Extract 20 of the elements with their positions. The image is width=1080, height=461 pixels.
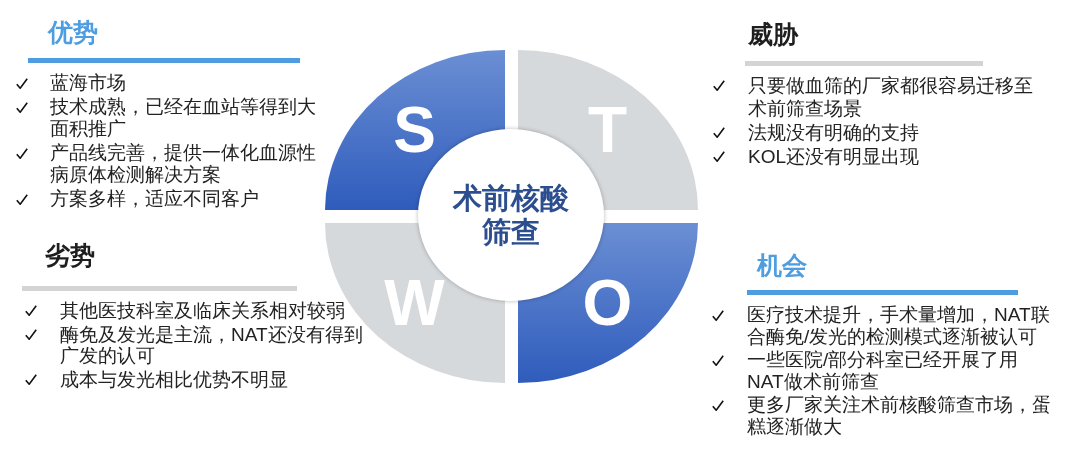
segment-letter: O — [582, 270, 633, 335]
bullet-text: 酶免及发光是主流，NAT还没有得到广发的认可 — [60, 323, 364, 366]
bullet-text: 一些医院/部分科室已经开展了用NAT做术前筛查 — [747, 349, 1020, 393]
bullet-text: 法规没有明确的支持 — [748, 120, 919, 144]
bullet-text: 产品线完善，提供一体化血源性病原体检测解决方案 — [50, 142, 317, 186]
bullet-text: 蓝海市场 — [50, 72, 126, 94]
bullet-text: 只要做血筛的厂家都很容易迁移至术前筛查场景 — [748, 73, 1034, 120]
bullet-text: 医疗技术提升，手术量增加，NAT联合酶免/发光的检测模式逐渐被认可 — [747, 304, 1051, 348]
bullet-text: 方案多样，适应不同客户 — [50, 188, 259, 210]
segment-letter: S — [393, 97, 436, 162]
bullet-text: 其他医技科室及临床关系相对较弱 — [60, 299, 345, 321]
bullet-text: 更多厂家关注术前核酸筛查市场，蛋糕逐渐做大 — [747, 394, 1052, 438]
bullet-text: 技术成熟，已经在血站等得到大面积推广 — [50, 96, 317, 140]
bullet-text: KOL还没有明显出现 — [748, 144, 920, 168]
section-heading: 优势 — [48, 19, 98, 45]
section-heading: 机会 — [757, 252, 807, 278]
section-heading: 威胁 — [748, 21, 798, 47]
section-heading: 劣势 — [45, 242, 95, 268]
bullet-text: 成本与发光相比优势不明显 — [60, 368, 288, 390]
hub-title: 术前核酸筛查 — [452, 181, 570, 249]
